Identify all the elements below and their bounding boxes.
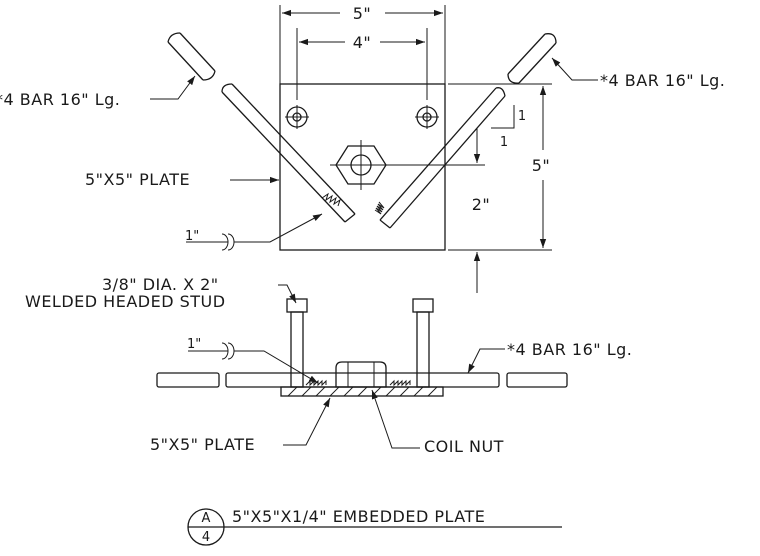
label-bar-left: *4 BAR 16" Lg. xyxy=(0,90,120,109)
label-bar-right: *4 BAR 16" Lg. xyxy=(600,71,725,90)
leader-bar-right: *4 BAR 16" Lg. xyxy=(551,57,725,90)
detail-title: 5"X5"X1/4" EMBEDDED PLATE xyxy=(232,507,485,526)
label-bar-section: *4 BAR 16" Lg. xyxy=(507,340,632,359)
dim-plate-height-label: 5" xyxy=(532,156,551,175)
leader-stud: 3/8" DIA. X 2" WELDED HEADED STUD xyxy=(25,275,297,311)
section-stud-left xyxy=(286,298,308,388)
label-stud-line1: 3/8" DIA. X 2" xyxy=(102,275,219,294)
label-plate-plan: 5"X5" PLATE xyxy=(85,170,190,189)
label-plate-section: 5"X5" PLATE xyxy=(150,435,255,454)
section-plate-hatch xyxy=(287,386,438,397)
plan-bar-right xyxy=(374,87,506,229)
title-block: A 4 5"X5"X1/4" EMBEDDED PLATE xyxy=(187,507,562,546)
slope-symbol: 1 1 xyxy=(491,105,526,150)
plan-stud-left xyxy=(285,105,309,129)
dim-nut-offset-label: 2" xyxy=(472,195,491,214)
plan-plate xyxy=(279,83,446,251)
leader-bar-section: *4 BAR 16" Lg. xyxy=(467,340,632,374)
plan-stud-right xyxy=(415,105,439,129)
dim-plate-height: 5" xyxy=(448,83,552,251)
weld-label-plan: 1" xyxy=(185,229,199,244)
plan-coil-nut xyxy=(330,140,485,190)
plan-bar-left-stub xyxy=(167,32,216,81)
section-bar-stub-left xyxy=(156,372,220,388)
dim-nut-offset: 2" xyxy=(472,128,491,293)
slope-run: 1 xyxy=(500,135,508,150)
dim-plate-width-label: 5" xyxy=(353,4,372,23)
section-stud-right xyxy=(412,298,434,388)
dim-stud-spacing: 4" xyxy=(296,28,428,100)
weld-symbol-section: 1" xyxy=(187,337,319,384)
leader-plate-plan: 5"X5" PLATE xyxy=(85,170,279,189)
plan-bar-left xyxy=(221,83,356,223)
weld-symbol-plan: 1" xyxy=(185,213,323,251)
label-stud-line2: WELDED HEADED STUD xyxy=(25,292,226,311)
label-coil-nut: COIL NUT xyxy=(424,437,504,456)
section-bar-main xyxy=(225,372,500,388)
section-bar-stub-right xyxy=(506,372,568,388)
weld-label-section: 1" xyxy=(187,337,201,352)
leader-plate-section: 5"X5" PLATE xyxy=(150,397,331,454)
dim-plate-width: 5" xyxy=(279,4,446,84)
section-coil-nut xyxy=(335,361,387,388)
plan-bar-right-stub xyxy=(507,33,557,84)
section-view: 3/8" DIA. X 2" WELDED HEADED STUD 1" *4 … xyxy=(25,275,632,456)
plan-view: 5" 4" 5" 2" 1 1 xyxy=(0,4,725,293)
detail-letter: A xyxy=(202,511,211,526)
sheet-number: 4 xyxy=(202,530,210,545)
dim-stud-spacing-label: 4" xyxy=(353,33,372,52)
leader-bar-left: *4 BAR 16" Lg. xyxy=(0,75,196,109)
leader-coil-nut: COIL NUT xyxy=(371,389,504,456)
slope-rise: 1 xyxy=(518,109,526,124)
